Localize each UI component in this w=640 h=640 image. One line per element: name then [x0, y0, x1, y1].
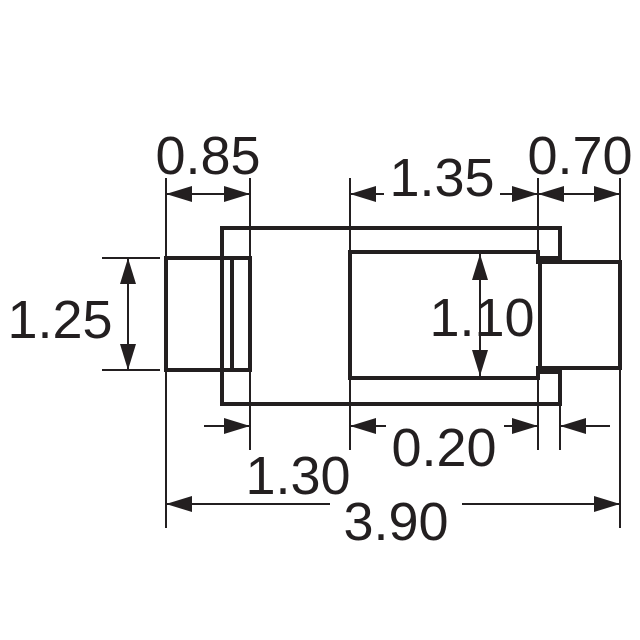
left-pad-outline — [164, 256, 252, 372]
label-0-70: 0.70 — [527, 126, 632, 186]
arrowhead — [166, 496, 192, 512]
arrowhead — [350, 418, 376, 434]
arrowhead — [560, 418, 586, 434]
dimension-lines — [120, 186, 620, 512]
arrowhead — [472, 254, 488, 280]
arrowhead — [120, 344, 136, 370]
package-outlines — [164, 226, 622, 406]
arrowhead — [538, 186, 564, 202]
arrowhead — [594, 496, 620, 512]
extension-lines — [102, 178, 621, 528]
arrowhead — [512, 418, 538, 434]
dimension-labels: 0.85 1.35 0.70 1.25 1.10 1.30 0.20 3.90 — [7, 126, 632, 552]
label-0-85: 0.85 — [155, 126, 260, 186]
label-1-10: 1.10 — [429, 288, 534, 348]
label-0-20: 0.20 — [391, 418, 496, 478]
arrowhead — [224, 186, 250, 202]
arrowhead — [224, 418, 250, 434]
arrowhead — [594, 186, 620, 202]
arrowhead — [120, 258, 136, 284]
arrowhead — [472, 350, 488, 376]
arrowhead — [350, 186, 376, 202]
label-3-90: 3.90 — [343, 492, 448, 552]
label-1-35: 1.35 — [389, 148, 494, 208]
arrowhead — [166, 186, 192, 202]
label-1-25: 1.25 — [7, 290, 112, 350]
arrowhead — [512, 186, 538, 202]
label-1-30: 1.30 — [245, 446, 350, 506]
